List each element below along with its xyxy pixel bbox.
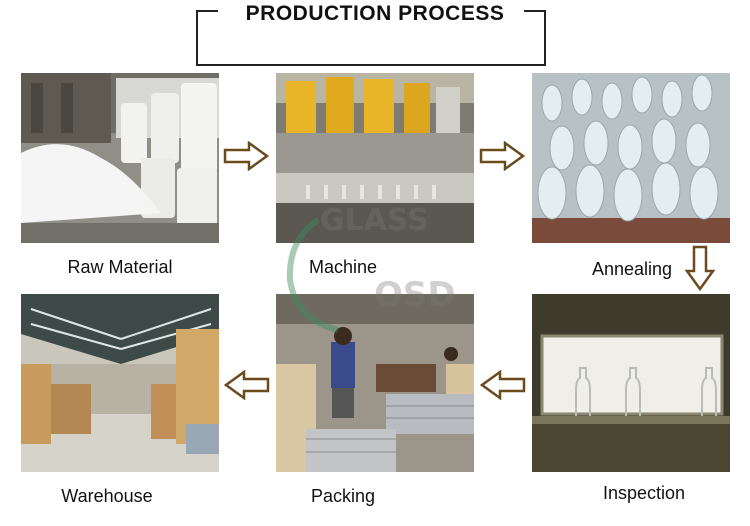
step-label-machine: Machine <box>308 257 378 277</box>
step-label-packing: Packing <box>310 486 376 506</box>
step-label-warehouse: Warehouse <box>61 486 153 506</box>
photo-packing <box>276 294 474 472</box>
arrow-down-icon <box>685 245 715 291</box>
step-label-inspection: Inspection <box>602 483 686 503</box>
title-frame <box>196 10 546 66</box>
photo-annealing <box>532 73 730 243</box>
photo-machine <box>276 73 474 243</box>
photo-raw-material <box>21 73 219 243</box>
arrow-right-icon <box>223 141 269 171</box>
arrow-right-icon <box>479 141 525 171</box>
arrow-left-icon <box>224 370 270 400</box>
step-label-raw-material: Raw Material <box>67 257 173 277</box>
arrow-left-icon <box>480 370 526 400</box>
step-label-annealing: Annealing <box>591 259 673 279</box>
photo-inspection <box>532 294 730 472</box>
photo-warehouse <box>21 294 219 472</box>
page-title: PRODUCTION PROCESS <box>245 2 505 25</box>
